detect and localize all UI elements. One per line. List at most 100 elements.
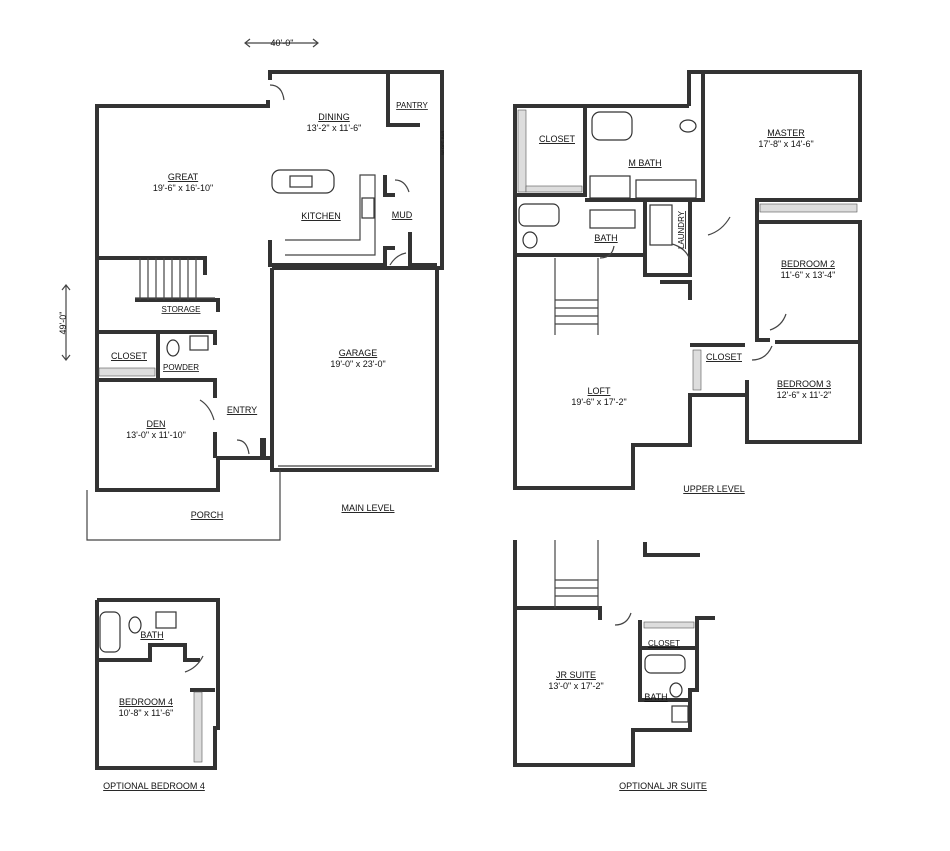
main-exterior-wall bbox=[95, 70, 444, 492]
closet-shelf bbox=[98, 367, 156, 377]
jr-suite-label: JR SUITE bbox=[556, 670, 596, 680]
bedroom4-size: 10'-8" x 11'-6" bbox=[119, 708, 174, 718]
main-level-plan: 40'-0" 49'-0" bbox=[58, 38, 445, 541]
bedroom2-left-wall bbox=[755, 222, 770, 342]
upper-level-plan: CLOSET M BATH MASTER 17'-8" x 14'-6" BAT… bbox=[513, 70, 862, 494]
den-label: DEN bbox=[146, 419, 165, 429]
upper-exterior-wall bbox=[513, 70, 862, 490]
hall-vanity bbox=[589, 209, 636, 229]
bed4-toilet bbox=[128, 616, 142, 634]
mud-label: MUD bbox=[392, 210, 413, 220]
bedroom2-door bbox=[769, 313, 787, 331]
hall-toilet bbox=[522, 231, 538, 249]
main-level-title: MAIN LEVEL bbox=[341, 503, 394, 513]
jr-top-wall bbox=[515, 606, 602, 620]
depth-dimension-label: 49'-0" bbox=[58, 312, 68, 335]
great-label: GREAT bbox=[168, 172, 199, 182]
bed4-exterior-wall bbox=[95, 598, 220, 770]
mud-lower-wall bbox=[408, 232, 437, 267]
upper-closet-label: CLOSET bbox=[539, 134, 576, 144]
master-label: MASTER bbox=[767, 128, 805, 138]
garage-door bbox=[389, 252, 407, 266]
optional-bedroom4-plan: BATH BEDROOM 4 10'-8" x 11'-6" OPTIONAL … bbox=[95, 598, 220, 791]
mbath-label: M BATH bbox=[628, 158, 661, 168]
bedroom3-size: 12'-6" x 11'-2" bbox=[777, 390, 832, 400]
bed4-door bbox=[184, 655, 204, 673]
bedroom3-label: BEDROOM 3 bbox=[777, 379, 831, 389]
hall-tub bbox=[518, 203, 560, 227]
loft-size: 19'-6" x 17'-2" bbox=[571, 397, 626, 407]
powder-bottom-wall bbox=[158, 378, 217, 398]
bath-door bbox=[599, 245, 615, 259]
master-closet-shelf bbox=[759, 203, 858, 213]
porch-label: PORCH bbox=[191, 510, 224, 520]
jr-suite-size: 13'-0" x 17'-2" bbox=[548, 681, 603, 691]
laundry-door bbox=[671, 243, 691, 261]
jr-stairs bbox=[554, 540, 599, 608]
jr-toilet bbox=[669, 682, 683, 698]
width-dimension: 40'-0" bbox=[244, 38, 319, 48]
mud-wall bbox=[383, 175, 395, 197]
closet-wall bbox=[515, 106, 587, 197]
laundry-label: LAUNDRY bbox=[677, 210, 686, 249]
dining-size: 13'-2" x 11'-6" bbox=[307, 123, 362, 133]
depth-dimension: 49'-0" bbox=[58, 284, 71, 361]
master-tub bbox=[591, 111, 633, 141]
bed4-bath-wall bbox=[97, 643, 200, 662]
garage-label: GARAGE bbox=[339, 348, 378, 358]
linen-wall bbox=[660, 280, 692, 300]
width-dimension-label: 40'-0" bbox=[271, 38, 294, 48]
mud-door bbox=[394, 179, 410, 193]
bedroom4-label: BEDROOM 4 bbox=[119, 697, 173, 707]
window-note: W/ OPT. BAR bbox=[440, 131, 445, 155]
jr-exterior-wall bbox=[513, 540, 715, 767]
closet-shelf-left bbox=[517, 109, 527, 193]
jr-tub bbox=[644, 654, 686, 674]
jr-door bbox=[614, 612, 632, 626]
bedroom2-size: 11'-6" x 13'-4" bbox=[781, 270, 836, 280]
bed4-sink bbox=[155, 611, 177, 629]
powder-toilet bbox=[166, 339, 180, 357]
main-stairs bbox=[135, 258, 215, 300]
bedroom3-door bbox=[751, 345, 773, 361]
bed4-closet-shelf bbox=[193, 691, 203, 763]
upper-closet2-label: CLOSET bbox=[706, 352, 743, 362]
closet2-shelf bbox=[692, 349, 702, 391]
master-toilet bbox=[679, 119, 697, 133]
closet-powder-wall bbox=[97, 330, 217, 345]
entry-door bbox=[236, 439, 250, 455]
laundry-appliances bbox=[649, 204, 673, 246]
master-shower bbox=[589, 175, 631, 199]
optional-jr-suite-title: OPTIONAL JR SUITE bbox=[619, 781, 707, 791]
master-size: 17'-8" x 14'-6" bbox=[758, 139, 813, 149]
jr-closet-label: CLOSET bbox=[648, 639, 680, 648]
jr-closet-shelf bbox=[643, 621, 695, 629]
powder-label: POWDER bbox=[163, 363, 199, 372]
master-left-wall bbox=[700, 72, 705, 202]
great-size: 19'-6" x 16'-10" bbox=[153, 183, 213, 193]
entry-label: ENTRY bbox=[227, 405, 257, 415]
master-vanity bbox=[635, 179, 697, 199]
porch-outline bbox=[86, 470, 281, 541]
den-door bbox=[199, 399, 215, 421]
kitchen-sink bbox=[289, 175, 313, 188]
pantry-wall bbox=[386, 72, 420, 127]
loft-label: LOFT bbox=[587, 386, 611, 396]
jr-bath-label: BATH bbox=[644, 692, 667, 702]
kitchen-label: KITCHEN bbox=[301, 211, 341, 221]
range bbox=[361, 197, 375, 219]
bed4-tub bbox=[99, 611, 121, 653]
den-size: 13'-0" x 11'-10" bbox=[126, 430, 186, 440]
powder-sink bbox=[189, 335, 209, 351]
optional-jr-suite-plan: CLOSET BATH JR SUITE 13'-0" x 17'-2" OPT… bbox=[513, 540, 715, 791]
master-door bbox=[707, 216, 731, 236]
garage-size: 19'-0" x 23'-0" bbox=[330, 359, 385, 369]
dining-door bbox=[269, 84, 285, 101]
dining-label: DINING bbox=[318, 112, 350, 122]
closet-shelf-bottom bbox=[525, 185, 583, 193]
jr-upper-wall bbox=[643, 542, 700, 557]
upper-stairs bbox=[554, 258, 599, 335]
bed4-bath-label: BATH bbox=[140, 630, 163, 640]
storage-wall bbox=[135, 298, 220, 312]
